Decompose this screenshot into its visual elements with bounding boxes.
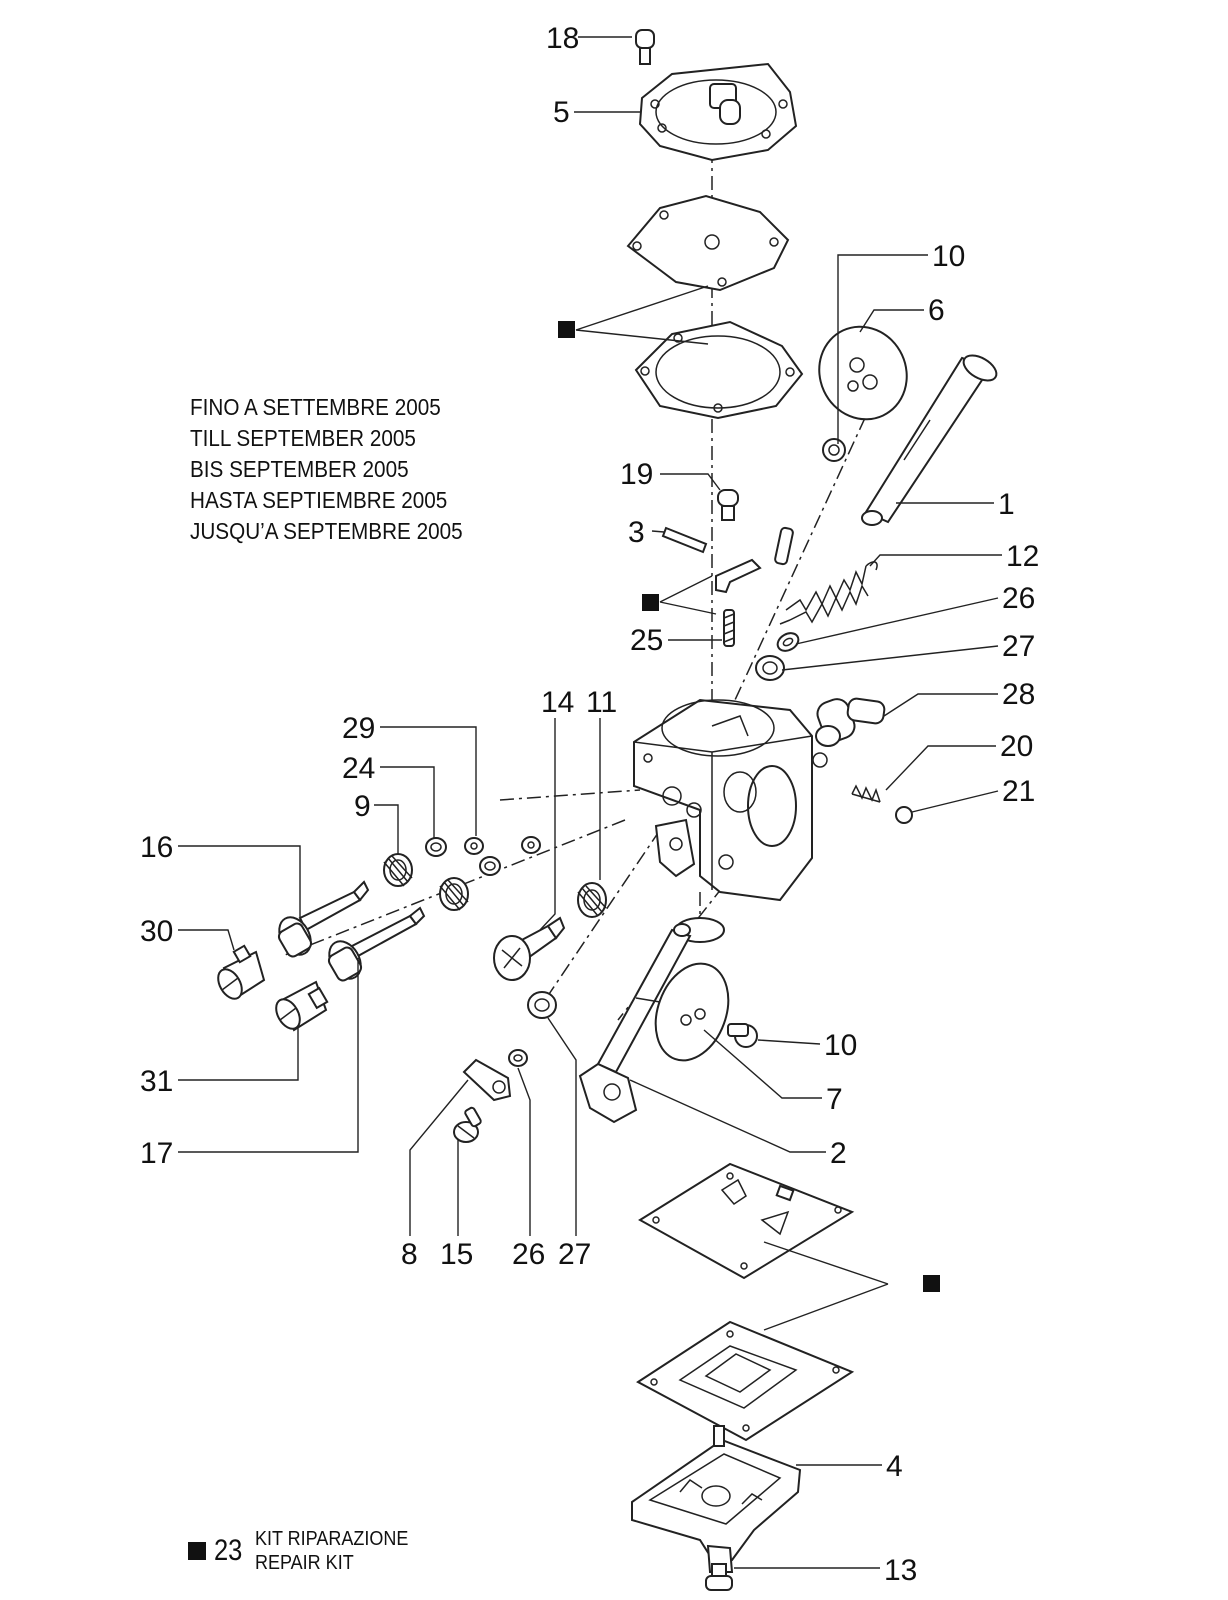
callout-24: 24 xyxy=(342,752,375,785)
ball-part-21 xyxy=(895,806,913,824)
adjusting-screw-part-16 xyxy=(277,880,370,958)
callout-10-upper: 10 xyxy=(932,240,965,273)
screw-part-13 xyxy=(705,1563,733,1591)
screw-part-15 xyxy=(453,1106,482,1143)
callout-10-lower: 10 xyxy=(824,1029,857,1062)
callout-7: 7 xyxy=(826,1083,843,1116)
callout-18: 18 xyxy=(546,22,579,55)
callout-21: 21 xyxy=(1002,775,1035,808)
repair-kit-label-english: REPAIR KIT xyxy=(255,1552,355,1574)
repair-kit-legend: 23 KIT RIPARAZIONE REPAIR KIT xyxy=(188,1527,426,1575)
callout-15: 15 xyxy=(440,1238,473,1271)
note-line-italian: FINO A SETTEMBRE 2005 xyxy=(190,394,441,420)
spring-part-9 xyxy=(383,853,413,887)
callout-5: 5 xyxy=(553,96,570,129)
note-line-english: TILL SEPTEMBER 2005 xyxy=(190,425,416,451)
screw-part-19 xyxy=(717,489,739,521)
callout-17: 17 xyxy=(140,1137,173,1170)
pump-cover-part-5 xyxy=(638,62,798,162)
inlet-needle-lever xyxy=(715,526,794,594)
spring-part-12 xyxy=(779,561,878,625)
black-square-icon xyxy=(188,1542,206,1560)
callout-27-lower: 27 xyxy=(558,1238,591,1271)
needle-spring-part-25 xyxy=(723,609,735,647)
bushing-part-27-lower xyxy=(527,991,557,1019)
lever-pin-part-3 xyxy=(661,526,708,554)
lever-part-8 xyxy=(462,1058,512,1102)
black-square-icon xyxy=(642,594,659,611)
throttle-plate-part-6 xyxy=(818,325,908,421)
callout-12: 12 xyxy=(1006,540,1039,573)
callout-26-upper: 26 xyxy=(1002,582,1035,615)
carburetor-body xyxy=(633,698,828,902)
callout-1: 1 xyxy=(998,488,1015,521)
repair-kit-text: KIT RIPARAZIONE REPAIR KIT xyxy=(255,1527,408,1575)
throttle-shaft-part-1 xyxy=(861,354,998,526)
note-line-spanish: HASTA SEPTIEMBRE 2005 xyxy=(190,487,448,513)
screw-part-10-upper xyxy=(822,438,846,462)
callout-14: 14 xyxy=(541,686,574,719)
washer-part-26-upper xyxy=(776,632,800,652)
callout-30: 30 xyxy=(140,915,173,948)
callout-2: 2 xyxy=(830,1137,847,1170)
callout-13: 13 xyxy=(884,1554,917,1587)
note-line-german: BIS SEPTEMBER 2005 xyxy=(190,456,409,482)
washer-part-29-b xyxy=(521,836,541,854)
limiter-cap-part-30 xyxy=(217,944,266,1000)
callout-29: 29 xyxy=(342,712,375,745)
spring-part-20 xyxy=(851,784,881,803)
callout-20: 20 xyxy=(1000,730,1033,763)
black-square-icon xyxy=(558,321,575,338)
repair-kit-label-italian: KIT RIPARAZIONE xyxy=(255,1528,409,1550)
washer-part-29 xyxy=(464,837,484,855)
note-line-french: JUSQU’A SEPTEMBRE 2005 xyxy=(190,518,463,544)
callout-26-lower: 26 xyxy=(512,1238,545,1271)
callout-4: 4 xyxy=(886,1450,903,1483)
callout-leader-lines xyxy=(178,36,1002,1569)
choke-shaft-part-2 xyxy=(578,923,692,1124)
metering-cover-part-4 xyxy=(631,1425,802,1573)
screw-part-10-lower xyxy=(727,1023,758,1048)
validity-note: FINO A SETTEMBRE 2005 TILL SEPTEMBER 200… xyxy=(190,392,463,547)
black-square-icon xyxy=(923,1275,940,1292)
spring-part-9-b xyxy=(439,877,469,911)
callout-31: 31 xyxy=(140,1065,173,1098)
callout-11: 11 xyxy=(586,686,617,719)
washer-part-26-lower xyxy=(508,1049,528,1067)
repair-kit-markers xyxy=(558,285,940,1331)
screw-part-18 xyxy=(635,29,655,65)
limiter-cap-part-31 xyxy=(275,980,329,1032)
callout-8: 8 xyxy=(401,1238,418,1271)
callout-6: 6 xyxy=(928,294,945,327)
fuel-fitting-part-28 xyxy=(815,697,886,747)
metering-gasket xyxy=(636,1320,855,1442)
idle-screw-part-14 xyxy=(493,916,566,981)
callout-27-upper: 27 xyxy=(1002,630,1035,663)
repair-kit-number: 23 xyxy=(214,1534,243,1567)
o-ring-part-24-b xyxy=(479,856,501,876)
spring-part-11 xyxy=(577,882,607,918)
pump-gasket xyxy=(634,320,804,420)
pump-diaphragm xyxy=(626,194,790,292)
callout-25: 25 xyxy=(630,624,663,657)
o-ring-part-24 xyxy=(425,837,447,857)
metering-diaphragm xyxy=(638,1162,855,1280)
callout-3: 3 xyxy=(628,516,645,549)
callout-9: 9 xyxy=(354,790,371,823)
callout-19: 19 xyxy=(620,458,653,491)
adjusting-screw-part-17 xyxy=(327,906,426,982)
callout-numbers: 18 5 10 6 19 1 3 12 26 25 27 14 11 28 29… xyxy=(140,22,1039,1587)
callout-28: 28 xyxy=(1002,678,1035,711)
callout-16: 16 xyxy=(140,831,173,864)
bushing-part-27-upper xyxy=(755,655,785,681)
